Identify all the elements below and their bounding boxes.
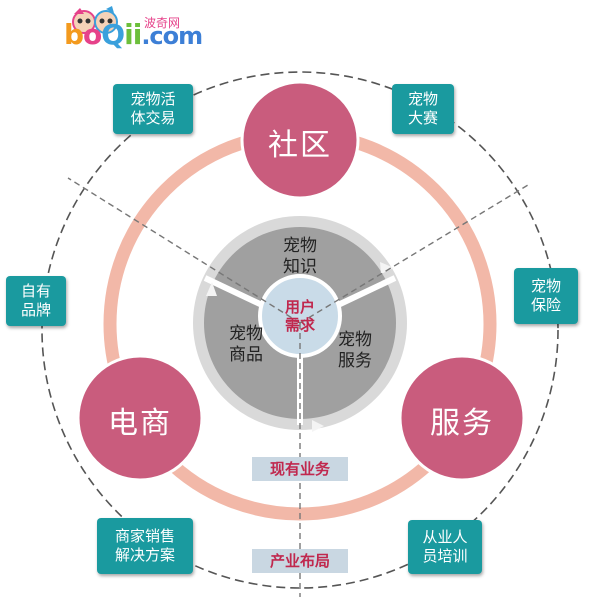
logo-chinese-name: 波奇网 bbox=[144, 16, 181, 30]
pillar-circle-ecommerce bbox=[76, 354, 204, 482]
sector-line bbox=[299, 184, 529, 324]
box-label: 宠物活 体交易 bbox=[130, 90, 176, 127]
box-label: 从业人 员培训 bbox=[422, 528, 468, 565]
outer-dashed-ring bbox=[41, 71, 559, 589]
box-pet-insurance: 宠物 保险 bbox=[514, 268, 578, 324]
arrow-icon bbox=[380, 262, 394, 274]
box-label: 自有 品牌 bbox=[20, 282, 51, 319]
pillar-circle-service bbox=[398, 354, 526, 482]
logo-letter-ii: ii bbox=[124, 18, 142, 51]
box-merchant-solutions: 商家销售 解决方案 bbox=[97, 518, 193, 574]
arrow-icon bbox=[312, 420, 324, 432]
logo-letter-q: Q bbox=[101, 18, 125, 51]
pillar-circle-community bbox=[240, 80, 360, 200]
center-label-user-needs: 用户 需求 bbox=[284, 298, 315, 334]
logo-domain: .com bbox=[141, 22, 203, 50]
box-pet-contest: 宠物 大赛 bbox=[392, 84, 454, 134]
box-own-brand: 自有 品牌 bbox=[6, 276, 66, 326]
pillar-label-ecommerce: 电商 bbox=[108, 406, 172, 441]
box-label: 商家销售 解决方案 bbox=[114, 527, 175, 564]
logo-wordmark: boQii.com bbox=[64, 18, 203, 51]
logo-letter-o: o bbox=[83, 18, 102, 51]
pillar-label-service: 服务 bbox=[430, 406, 494, 441]
band-industry-layout: 产业布局 bbox=[252, 549, 348, 573]
pillar-label-community: 社区 bbox=[268, 128, 332, 163]
box-live-pet-trading: 宠物活 体交易 bbox=[113, 84, 193, 134]
box-label: 宠物 保险 bbox=[530, 277, 561, 314]
logo-mascot-icon bbox=[72, 6, 118, 34]
segment-label-services: 宠物 服务 bbox=[338, 330, 372, 371]
sector-line bbox=[67, 177, 301, 324]
box-staff-training: 从业人 员培训 bbox=[408, 520, 482, 574]
band-current-business: 现有业务 bbox=[252, 457, 348, 481]
logo-letter-b: b bbox=[64, 18, 84, 51]
segment-label-goods: 宠物 商品 bbox=[229, 324, 263, 365]
boqii-logo[interactable] bbox=[60, 6, 210, 60]
segment-label-knowledge: 宠物 知识 bbox=[283, 236, 317, 277]
arrow-icon bbox=[206, 282, 217, 296]
box-label: 宠物 大赛 bbox=[407, 90, 438, 127]
